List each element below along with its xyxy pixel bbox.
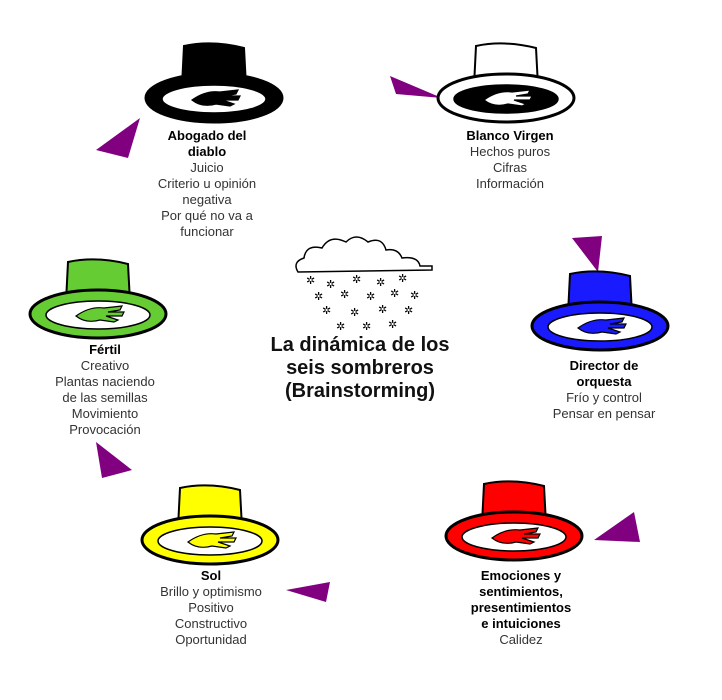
hat-description-line: funcionar xyxy=(180,224,234,239)
hat-description-line: Pensar en pensar xyxy=(552,406,656,421)
blue-hat-icon xyxy=(530,270,670,352)
label-blue-hat: Director de orquesta Frío y control Pens… xyxy=(524,358,684,422)
svg-text:✲: ✲ xyxy=(314,291,323,303)
hat-name: Sol xyxy=(200,568,222,583)
svg-text:✲: ✲ xyxy=(388,319,397,331)
arrows xyxy=(96,76,640,602)
hat-hand-mark xyxy=(187,531,237,549)
hat-name: diablo xyxy=(187,144,227,159)
arrow-icon xyxy=(96,442,132,478)
label-yellow-hat: Sol Brillo y optimismo Positivo Construc… xyxy=(136,568,286,648)
hat-description-line: Creativo xyxy=(80,358,130,373)
arrow-icon xyxy=(286,582,330,602)
hat-description-line: negativa xyxy=(182,192,232,207)
svg-text:✲: ✲ xyxy=(306,275,315,287)
green-hat-icon xyxy=(28,258,168,340)
white-hat-icon xyxy=(436,42,576,124)
yellow-hat-icon xyxy=(140,484,280,566)
hat-description-line: Constructivo xyxy=(174,616,248,631)
label-white-hat: Blanco Virgen Hechos puros Cifras Inform… xyxy=(430,128,590,192)
hat-description-line: Frío y control xyxy=(566,390,642,405)
hat-description-line: Información xyxy=(476,176,544,191)
diagram-title: La dinámica de los seis sombreros (Brain… xyxy=(270,334,450,402)
hat-hand-mark xyxy=(75,305,125,323)
arrow-icon xyxy=(594,512,640,542)
hat-name: Emociones y xyxy=(480,568,562,583)
hat-name: presentimientos xyxy=(470,600,572,615)
hat-hand-mark xyxy=(491,527,541,545)
hat-description-line: Calidez xyxy=(499,632,543,647)
arrow-icon xyxy=(390,76,442,98)
hat-name: orquesta xyxy=(576,374,632,389)
svg-text:✲: ✲ xyxy=(398,273,407,285)
hat-hand-mark xyxy=(191,89,241,107)
svg-text:✲: ✲ xyxy=(378,304,387,316)
hat-hand-mark xyxy=(577,317,627,335)
hat-name: Blanco Virgen xyxy=(466,128,554,143)
svg-text:✲: ✲ xyxy=(410,290,419,302)
svg-text:✲: ✲ xyxy=(322,305,331,317)
hat-description-line: Juicio xyxy=(190,160,224,175)
hat-description-line: Hechos puros xyxy=(469,144,551,159)
hat-description-line: Oportunidad xyxy=(175,632,247,647)
hat-name: Fértil xyxy=(89,342,121,357)
hat-description-line: Positivo xyxy=(188,600,234,615)
arrow-icon xyxy=(96,118,140,158)
hat-description-line: Provocación xyxy=(69,422,141,437)
svg-text:✲: ✲ xyxy=(362,321,371,333)
label-black-hat: Abogado del diablo Juicio Criterio u opi… xyxy=(132,128,282,240)
svg-text:✲: ✲ xyxy=(366,291,375,303)
hat-name: e intuiciones xyxy=(481,616,561,631)
svg-text:✲: ✲ xyxy=(352,274,361,286)
hat-description-line: de las semillas xyxy=(62,390,148,405)
hat-name: Director de xyxy=(569,358,639,373)
hat-description-line: Brillo y optimismo xyxy=(160,584,262,599)
hat-description-line: Criterio u opinión xyxy=(157,176,257,191)
snowflake-icons: ✲✲✲ ✲✲ ✲✲✲ ✲✲ ✲✲✲ ✲ ✲✲✲ xyxy=(306,273,419,333)
red-hat-icon xyxy=(444,480,584,562)
hat-name: Abogado del xyxy=(167,128,247,143)
svg-text:✲: ✲ xyxy=(326,279,335,291)
svg-text:✲: ✲ xyxy=(350,307,359,319)
svg-text:✲: ✲ xyxy=(404,305,413,317)
hat-hand-mark xyxy=(483,89,533,107)
hat-name: sentimientos, xyxy=(479,584,563,599)
svg-text:✲: ✲ xyxy=(336,321,345,333)
arrow-icon xyxy=(572,236,602,272)
label-red-hat: Emociones y sentimientos, presentimiento… xyxy=(436,568,606,648)
svg-text:✲: ✲ xyxy=(376,277,385,289)
label-green-hat: Fértil Creativo Plantas naciendo de las … xyxy=(30,342,180,438)
cloud-icon xyxy=(295,236,433,273)
svg-text:✲: ✲ xyxy=(340,289,349,301)
hat-description-line: Movimiento xyxy=(71,406,139,421)
hat-description-line: Cifras xyxy=(493,160,527,175)
svg-text:✲: ✲ xyxy=(390,288,399,300)
hat-description-line: Por qué no va a xyxy=(161,208,253,223)
hat-description-line: Plantas naciendo xyxy=(55,374,155,389)
black-hat-icon xyxy=(144,42,284,124)
